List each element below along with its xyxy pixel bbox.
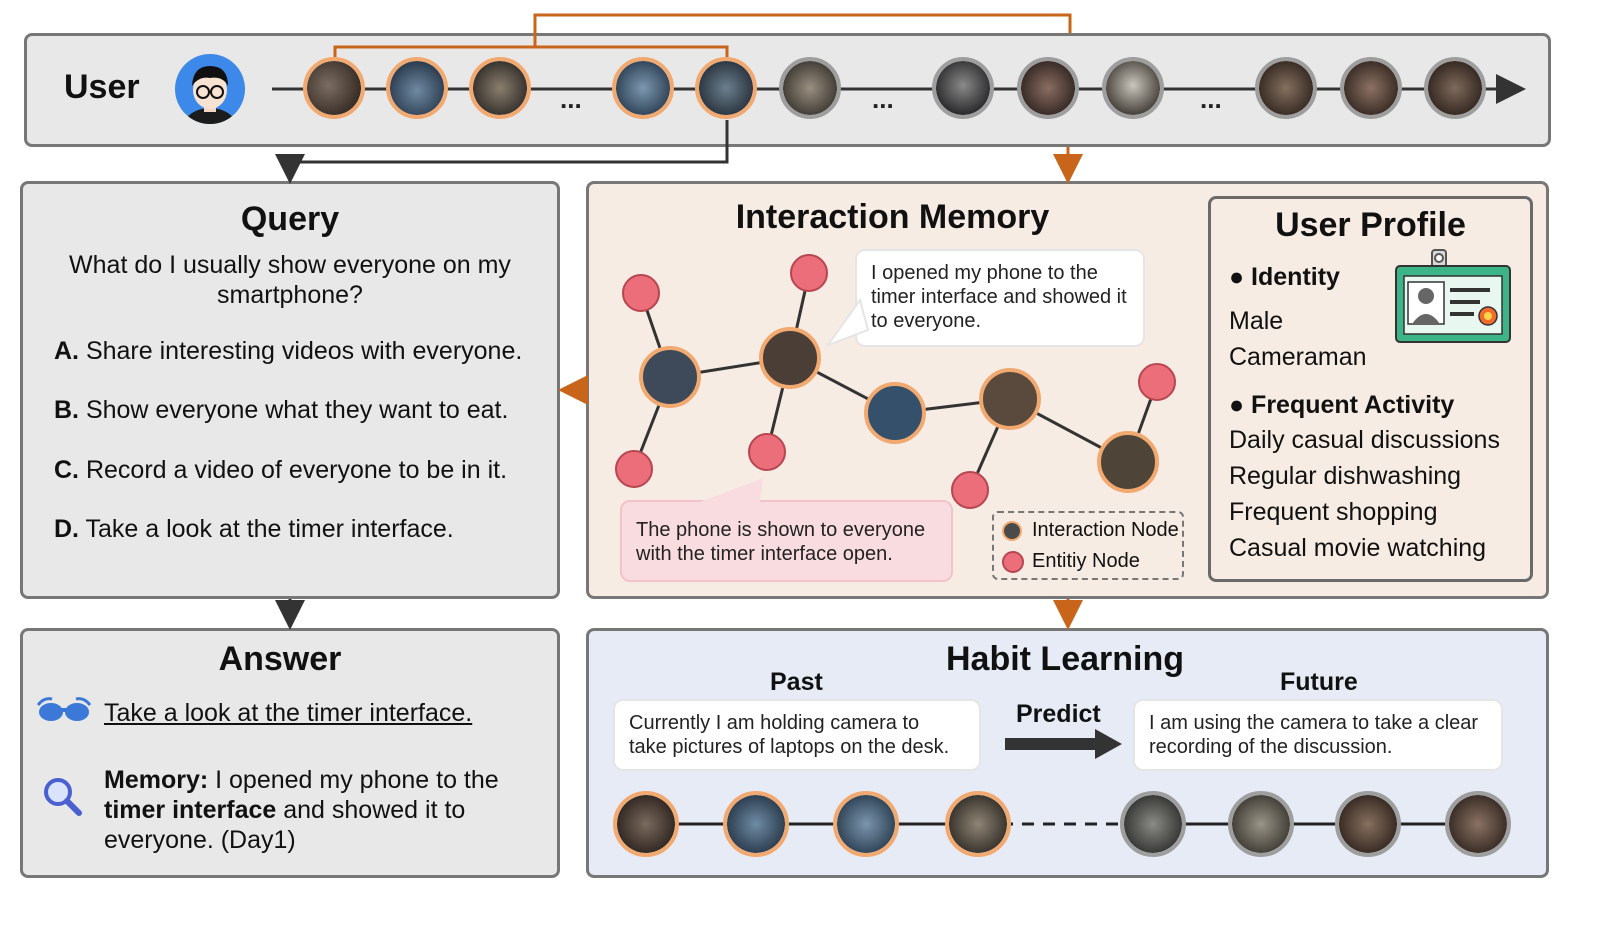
entity-node <box>1138 363 1176 401</box>
timeline-frame <box>1017 57 1079 119</box>
answer-panel <box>20 628 560 878</box>
habit-title: Habit Learning <box>945 640 1185 678</box>
timeline-frame <box>469 57 531 119</box>
question-line-2: smartphone? <box>217 281 363 309</box>
timeline-frame <box>1424 57 1486 119</box>
future-frame <box>1120 791 1186 857</box>
memory-evidence: Memory: I opened my phone to the timer i… <box>104 766 499 854</box>
option-b: B. Show everyone what they want to eat. <box>54 396 509 424</box>
identity-item: Male <box>1229 307 1284 335</box>
timeline-frame <box>1255 57 1317 119</box>
interaction-node <box>759 327 821 389</box>
legend-interaction-label: Interaction Node <box>1032 519 1179 541</box>
question-line-1: What do I usually show everyone on my <box>69 251 511 279</box>
option-a: A. Share interesting videos with everyon… <box>54 337 523 365</box>
glasses-icon <box>36 695 92 725</box>
future-frame <box>1445 791 1511 857</box>
timeline-frame <box>695 57 757 119</box>
timeline-ellipsis: ... <box>560 84 582 114</box>
future-frame <box>1335 791 1401 857</box>
past-label: Past <box>770 668 823 696</box>
entity-node <box>622 274 660 312</box>
activity-heading: ● Frequent Activity <box>1229 391 1455 419</box>
activity-item: Daily casual discussions <box>1229 426 1500 454</box>
memory-link-bracket <box>333 45 729 57</box>
avatar <box>175 54 245 124</box>
memory-title: Interaction Memory <box>735 198 1050 236</box>
interaction-node <box>1097 431 1159 493</box>
entity-node <box>748 433 786 471</box>
option-c: C. Record a video of everyone to be in i… <box>54 456 508 484</box>
answer-text: Take a look at the timer interface. <box>104 699 473 727</box>
memory-link-top <box>533 13 1072 47</box>
timeline-ellipsis: ... <box>872 84 894 114</box>
entity-node <box>951 471 989 509</box>
legend-entity-label: Entitiy Node <box>1032 550 1140 572</box>
interaction-node <box>979 368 1041 430</box>
timeline-frame <box>612 57 674 119</box>
timeline-frame <box>932 57 994 119</box>
interaction-node <box>639 346 701 408</box>
activity-item: Regular dishwashing <box>1229 462 1462 490</box>
query-arrow <box>275 120 729 184</box>
past-frame <box>833 791 899 857</box>
timeline-frame <box>303 57 365 119</box>
past-frame <box>613 791 679 857</box>
user-profile-panel <box>1208 196 1533 582</box>
avatar-icon <box>184 66 236 124</box>
id-card-icon <box>1394 248 1512 344</box>
predict-label: Predict <box>1016 700 1101 728</box>
identity-item: Cameraman <box>1229 343 1367 371</box>
query-panel <box>20 181 560 599</box>
predict-arrow <box>1005 729 1122 759</box>
magnifier-icon <box>42 776 82 816</box>
query-title: Query <box>240 200 340 238</box>
future-label: Future <box>1280 668 1358 696</box>
answer-title: Answer <box>218 640 342 678</box>
timeline-frame <box>1102 57 1164 119</box>
entity-node <box>615 450 653 488</box>
timeline-frame <box>779 57 841 119</box>
query-question: What do I usually show everyone on my sm… <box>20 250 560 310</box>
identity-heading: ● Identity <box>1229 263 1340 291</box>
option-d: D. Take a look at the timer interface. <box>54 515 454 543</box>
user-label: User <box>64 68 140 106</box>
future-frame <box>1228 791 1294 857</box>
timeline-frame <box>386 57 448 119</box>
activity-item: Frequent shopping <box>1229 498 1438 526</box>
activity-item: Casual movie watching <box>1229 534 1487 562</box>
past-frame <box>723 791 789 857</box>
interaction-node <box>864 382 926 444</box>
legend: Interaction Node Entitiy Node <box>992 511 1184 580</box>
entity-node-legend-icon <box>1002 551 1024 573</box>
timeline-frame <box>1340 57 1402 119</box>
past-frame <box>945 791 1011 857</box>
profile-title: User Profile <box>1275 206 1466 244</box>
entity-node <box>790 254 828 292</box>
timeline-ellipsis: ... <box>1200 84 1222 114</box>
interaction-node-legend-icon <box>1002 521 1022 541</box>
